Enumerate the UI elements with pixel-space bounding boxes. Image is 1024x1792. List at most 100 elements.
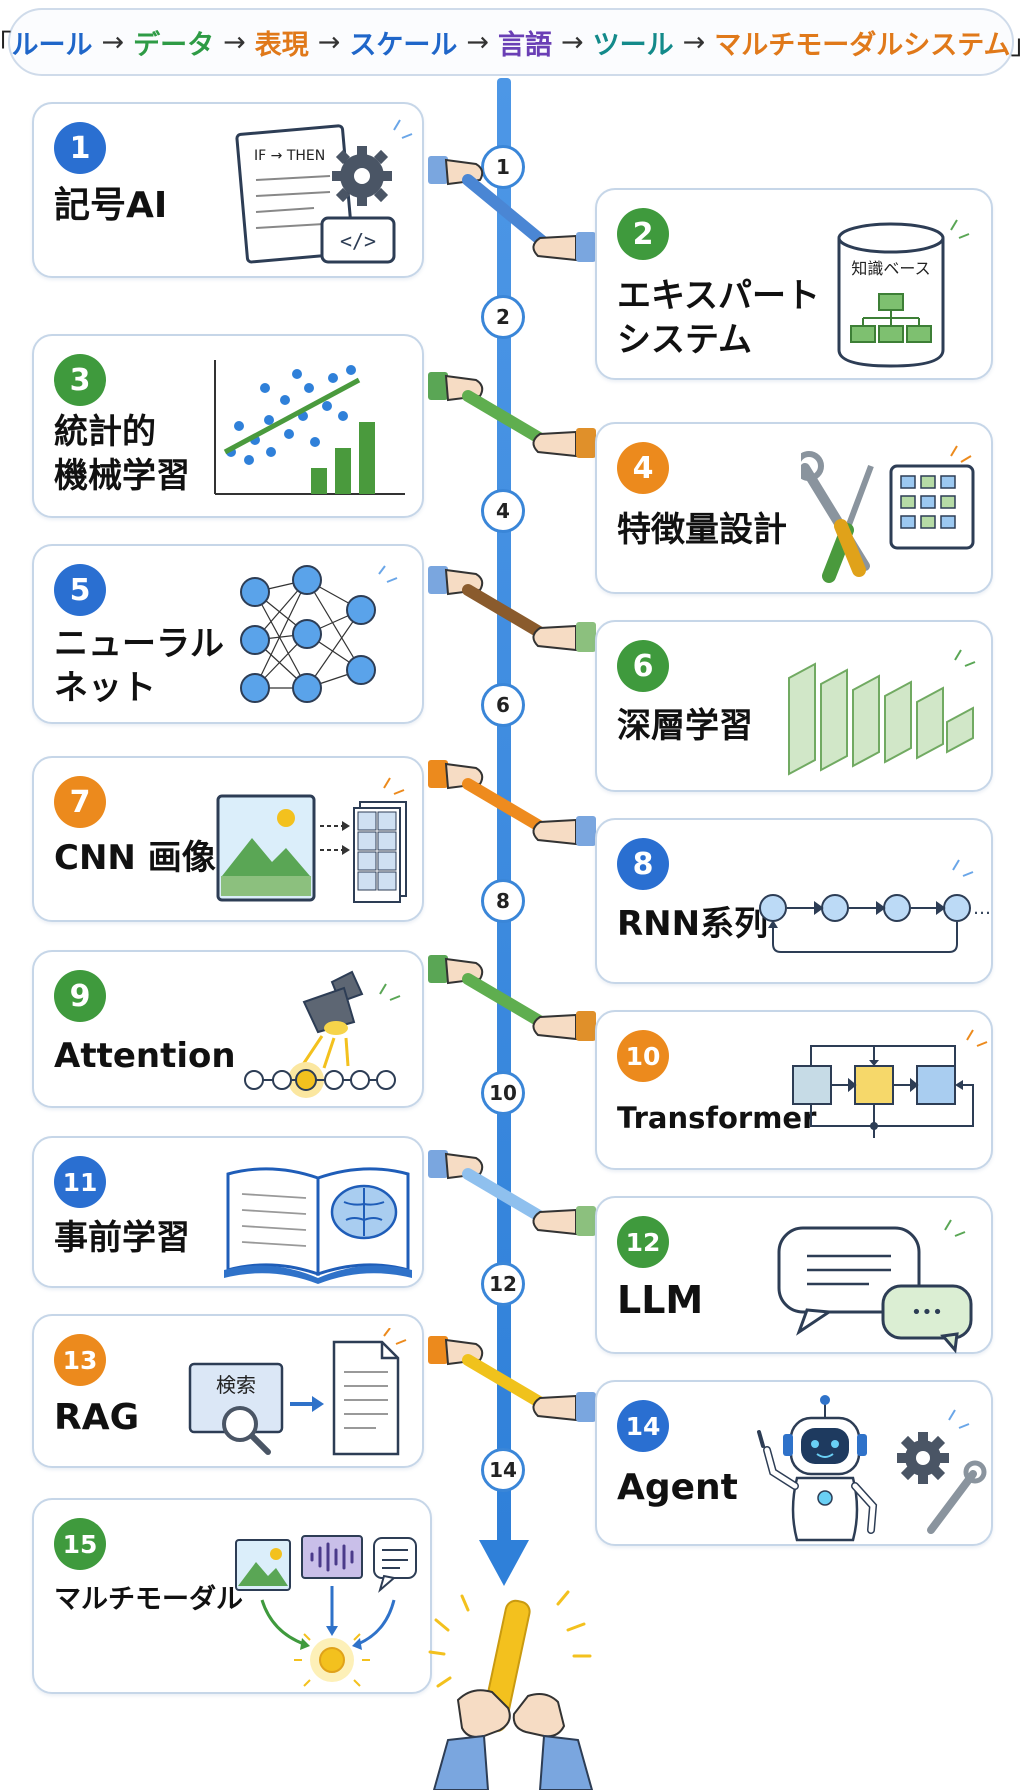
step-badge: 2 <box>617 208 669 260</box>
stage-card-multimodal: 15 マルチモーダル <box>32 1498 432 1694</box>
baton-handoff-icon <box>428 156 596 262</box>
stage-card-transformer: 10 Transformer <box>595 1010 993 1170</box>
header-item-scale: スケール <box>349 29 458 61</box>
multimodal-fusion-icon <box>232 1518 432 1692</box>
header-item-data: データ <box>133 29 215 61</box>
book-brain-icon <box>222 1154 418 1286</box>
step-badge: 10 <box>617 1030 669 1082</box>
scatter-bar-chart-icon <box>209 356 409 512</box>
rule-document-gear-icon: IF → THEN </> <box>234 116 414 276</box>
tools-grid-icon <box>794 440 989 590</box>
stage-title-line-1: エキスパート <box>617 276 820 316</box>
step-badge: 15 <box>54 1518 106 1570</box>
stage-title: マルチモーダル <box>54 1584 243 1615</box>
baton-handoff-icon <box>428 1150 596 1236</box>
code-icon: </> <box>340 229 376 253</box>
arrow: → <box>317 26 341 58</box>
spine-step-6: 6 <box>481 683 525 727</box>
stage-card-attention: 9 Attention <box>32 950 424 1108</box>
chat-bubbles-icon: ••• <box>773 1214 987 1354</box>
stage-title: 記号AI <box>54 185 168 226</box>
stage-title: RNN系列 <box>617 904 769 944</box>
header-item-multimodal: マルチモーダルシステム <box>714 29 1011 61</box>
stage-card-statistical-ml: 3 統計的 機械学習 <box>32 334 424 518</box>
spine-step-12: 12 <box>481 1262 525 1306</box>
timeline-arrowhead <box>479 1540 529 1586</box>
stage-card-cnn-image: 7 CNN 画像 <box>32 756 424 922</box>
stage-title: 深層学習 <box>617 706 753 746</box>
spine-step-4: 4 <box>481 489 525 533</box>
arrow: → <box>561 26 584 58</box>
spine-step-14: 14 <box>481 1448 525 1492</box>
open-bracket: 「 <box>0 23 12 62</box>
stage-title: Agent <box>617 1467 738 1508</box>
step-badge: 8 <box>617 838 669 890</box>
stage-card-pretraining: 11 事前学習 <box>32 1136 424 1288</box>
step-badge: 12 <box>617 1216 669 1268</box>
step-badge: 5 <box>54 564 106 616</box>
stage-title: 特徴量設計 <box>617 510 787 550</box>
baton-handoff-icon <box>428 566 596 652</box>
hands-holding-baton-icon <box>428 1590 594 1790</box>
arrow: → <box>466 26 490 58</box>
step-badge: 13 <box>54 1334 106 1386</box>
stage-title: CNN 画像 <box>54 838 216 878</box>
spine-step-2: 2 <box>481 295 525 339</box>
baton-handoff-icon <box>428 955 596 1041</box>
stage-title: RAG <box>54 1397 140 1438</box>
step-badge: 14 <box>617 1400 669 1452</box>
header-item-representation: 表現 <box>254 29 309 61</box>
step-badge: 4 <box>617 442 669 494</box>
spine-step-10: 10 <box>481 1071 525 1115</box>
stage-title: Transformer <box>617 1101 817 1135</box>
step-badge: 9 <box>54 970 106 1022</box>
step-badge: 3 <box>54 354 106 406</box>
arrow: → <box>101 26 125 58</box>
stage-card-feature-engineering: 4 特徴量設計 <box>595 422 993 594</box>
doc-rule-text: IF → THEN <box>254 148 325 164</box>
search-document-icon: 検索 <box>186 1327 418 1468</box>
stage-card-deep-learning: 6 深層学習 <box>595 620 993 792</box>
stage-title-line-2: 機械学習 <box>54 456 190 496</box>
stage-title-line-1: 統計的 <box>54 412 156 452</box>
arrow: → <box>682 26 706 58</box>
stage-card-neural-net: 5 ニューラル ネット <box>32 544 424 724</box>
header-item-tools: ツール <box>592 29 674 61</box>
stage-card-llm: 12 LLM ••• <box>595 1196 993 1354</box>
typing-dots: ••• <box>911 1302 943 1323</box>
baton-handoff-icon <box>428 760 596 846</box>
spine-step-8: 8 <box>481 879 525 923</box>
stage-card-rnn: 8 RNN系列 … <box>595 818 993 984</box>
stage-card-expert-system: 2 エキスパート システム 知識ベース <box>595 188 993 380</box>
stage-card-agent: 14 Agent <box>595 1380 993 1546</box>
layer-stack-icon <box>779 638 989 788</box>
transformer-blocks-icon <box>791 1026 989 1166</box>
stage-title-line-2: ネット <box>54 668 156 708</box>
image-feature-map-icon <box>214 772 414 918</box>
stage-title: LLM <box>617 1278 704 1322</box>
stage-title: 事前学習 <box>54 1218 190 1258</box>
stage-title-line-2: システム <box>617 320 752 360</box>
header-item-rule: ルール <box>11 29 93 61</box>
step-badge: 7 <box>54 776 106 828</box>
spine-step-1: 1 <box>481 145 525 189</box>
neural-network-icon <box>229 562 409 718</box>
stage-card-rag: 13 RAG 検索 <box>32 1314 424 1468</box>
baton-handoff-icon <box>428 1336 596 1422</box>
stage-title: Attention <box>54 1036 236 1076</box>
step-badge: 1 <box>54 122 106 174</box>
title-banner: 「 ルール → データ → 表現 → スケール → 言語 → ツール → マルチ… <box>0 8 1024 76</box>
arrow: → <box>223 26 246 58</box>
close-bracket: 」 <box>1010 23 1024 62</box>
spotlight-attention-icon <box>244 962 414 1106</box>
stage-card-symbolic-ai: 1 記号AI IF → THEN </> <box>32 102 424 278</box>
header-item-language: 言語 <box>498 29 553 61</box>
search-label: 検索 <box>216 1373 256 1397</box>
baton-handoff-icon <box>428 372 596 458</box>
step-badge: 6 <box>617 640 669 692</box>
chain-ellipsis: … <box>973 898 989 919</box>
stage-title-line-1: ニューラル <box>54 624 224 664</box>
recurrent-chain-icon: … <box>757 848 991 978</box>
knowledge-base-icon: 知識ベース <box>827 210 987 375</box>
robot-tools-icon <box>737 1390 987 1546</box>
